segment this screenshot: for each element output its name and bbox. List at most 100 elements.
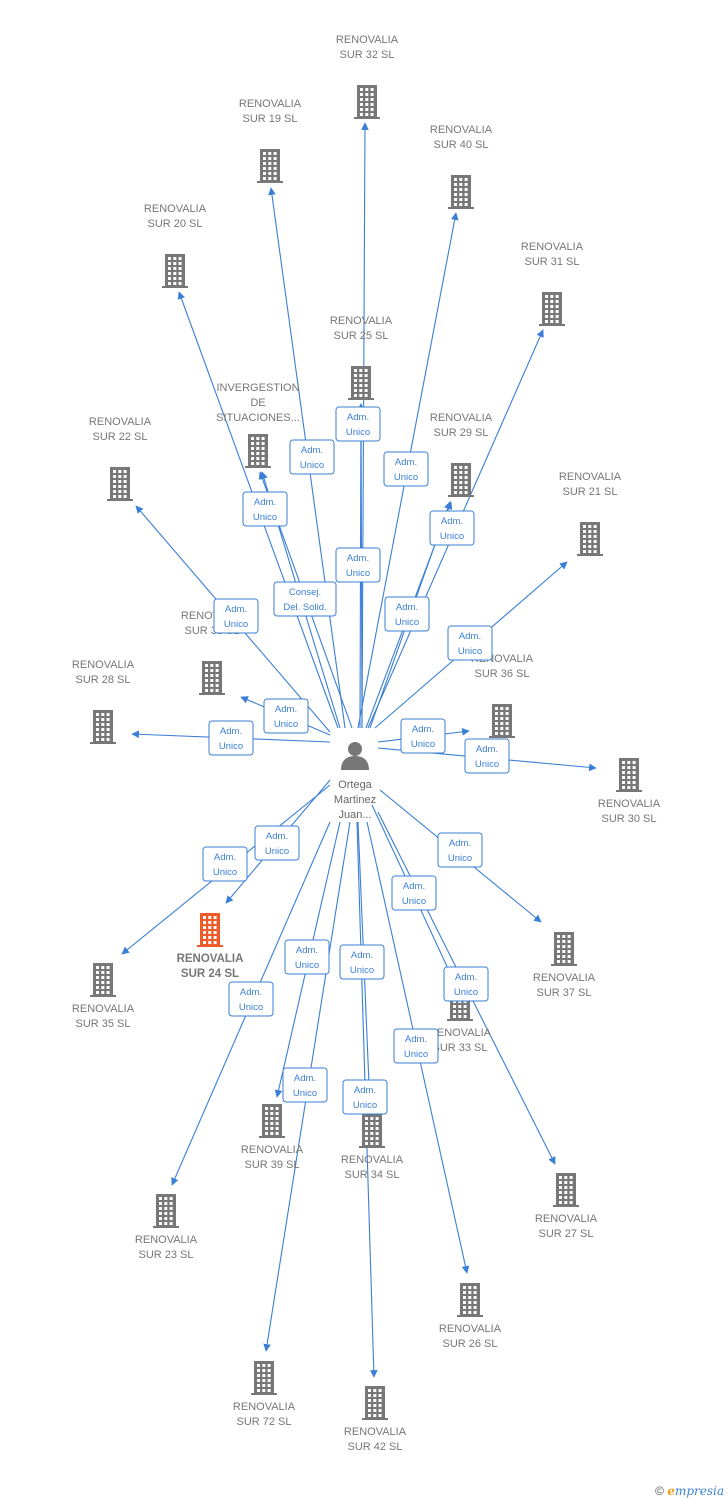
badge-box — [282, 1067, 328, 1103]
badge-text-line-2: Unico — [411, 739, 435, 750]
relation-badge-inverg[interactable]: Consej.Del. Solid. — [273, 581, 337, 617]
person-node[interactable]: Ortega Martinez Juan... — [334, 742, 376, 821]
company-label-line-2: SUR 34 SL — [344, 1169, 399, 1181]
badge-text-line-1: Adm. — [275, 704, 297, 715]
badge-box — [400, 718, 446, 754]
badge-text-line-2: Unico — [394, 472, 418, 483]
badge-text-line-1: Adm. — [405, 1034, 427, 1045]
badge-box — [284, 939, 330, 975]
relation-badge-sur72[interactable]: Adm.Unico — [282, 1067, 328, 1103]
company-label-line-1: RENOVALIA — [241, 1144, 304, 1156]
relation-badge-sur28[interactable]: Adm.Unico — [208, 720, 254, 756]
company-label-line-1: RENOVALIA — [177, 953, 244, 965]
badge-box — [391, 875, 437, 911]
building-icon — [539, 292, 565, 326]
badge-box — [393, 1028, 439, 1064]
company-node-inverg[interactable]: INVERGESTIONDESITUACIONES... — [216, 382, 300, 468]
relation-badge-sur27[interactable]: Adm.Unico — [443, 966, 489, 1002]
badge-box — [254, 825, 300, 861]
company-label-line-1: RENOVALIA — [344, 1426, 407, 1438]
relation-badge-sur29[interactable]: Adm.Unico — [384, 596, 430, 632]
relation-badge-sur30[interactable]: Adm.Unico — [464, 738, 510, 774]
relation-badge-sur40[interactable]: Adm.Unico — [383, 451, 429, 487]
badge-box — [464, 738, 510, 774]
relation-badge-sur42[interactable]: Adm.Unico — [342, 1079, 388, 1115]
badge-text-line-2: Unico — [440, 531, 464, 542]
badge-text-line-1: Adm. — [449, 838, 471, 849]
company-label-line-1: RENOVALIA — [336, 34, 399, 46]
badge-text-line-1: Adm. — [347, 553, 369, 564]
building-icon — [553, 1173, 579, 1207]
relation-badge-sur39[interactable]: Adm.Unico — [284, 939, 330, 975]
relation-badge-sur24[interactable]: Adm.Unico — [254, 825, 300, 861]
company-label-line-3: SITUACIONES... — [216, 412, 300, 424]
relation-badge-sur23[interactable]: Adm.Unico — [228, 981, 274, 1017]
relation-badge-sur26[interactable]: Adm.Unico — [393, 1028, 439, 1064]
empresia-logo[interactable]: empresia — [667, 1484, 724, 1498]
badge-text-line-1: Adm. — [412, 724, 434, 735]
relation-badge-inverg[interactable]: Adm. Unico — [242, 491, 288, 527]
badge-text-line-1: Adm. — [354, 1085, 376, 1096]
company-node-sur39[interactable]: RENOVALIA SUR 39 SL — [241, 1104, 304, 1171]
building-icon — [362, 1386, 388, 1420]
relation-badge-sur35[interactable]: Adm.Unico — [202, 846, 248, 882]
relation-badge-sur34[interactable]: Adm.Unico — [339, 944, 385, 980]
company-label-line-1: RENOVALIA — [330, 315, 393, 327]
company-label-line-1: RENOVALIA — [430, 124, 493, 136]
relation-badge-sur36[interactable]: Adm. Unico — [400, 718, 446, 754]
company-node-sur25[interactable]: RENOVALIA SUR 25 SL — [330, 315, 393, 400]
badge-text-line-1: Adm. — [254, 497, 276, 508]
badge-text-line-1: Adm. — [476, 744, 498, 755]
relation-badge-sur33[interactable]: Adm.Unico — [391, 875, 437, 911]
relation-badge-sur21[interactable]: Adm. Unico — [447, 625, 493, 661]
building-icon — [577, 522, 603, 556]
company-label-line-2: SUR 31 SL — [524, 256, 579, 268]
relation-badge-sur25[interactable]: Adm.Unico — [335, 547, 381, 583]
badge-text-line-1: Adm. — [296, 945, 318, 956]
relation-badge-sur31[interactable]: Adm. Unico — [429, 510, 475, 546]
copyright-symbol: © — [655, 1484, 664, 1498]
badge-text-line-2: Unico — [253, 512, 277, 523]
company-label-line-2: SUR 39 SL — [244, 1159, 299, 1171]
badge-text-line-2: Unico — [213, 867, 237, 878]
badge-text-line-2: Unico — [458, 646, 482, 657]
badge-text-line-1: Adm. — [240, 987, 262, 998]
company-label-line-2: SUR 30 SL — [601, 813, 656, 825]
company-label-line-2: DE — [250, 397, 265, 409]
relation-badge-sur37[interactable]: Adm.Unico — [437, 832, 483, 868]
relation-badge-sur19[interactable]: Adm.Unico — [289, 439, 335, 475]
badge-box — [263, 698, 309, 734]
company-label-line-2: SUR 25 SL — [333, 330, 388, 342]
badge-box — [202, 846, 248, 882]
relation-badge-sur38[interactable]: Adm.Unico — [263, 698, 309, 734]
relation-badge-sur22[interactable]: Adm.Unico — [213, 598, 259, 634]
relation-badge-sur32[interactable]: Adm.Unico — [335, 406, 381, 442]
badge-box — [342, 1079, 388, 1115]
badge-text-line-2: Unico — [265, 846, 289, 857]
building-icon — [197, 913, 223, 947]
badge-text-line-1: Adm. — [441, 516, 463, 527]
badge-box — [384, 596, 430, 632]
badge-text-line-1: Adm. — [459, 631, 481, 642]
